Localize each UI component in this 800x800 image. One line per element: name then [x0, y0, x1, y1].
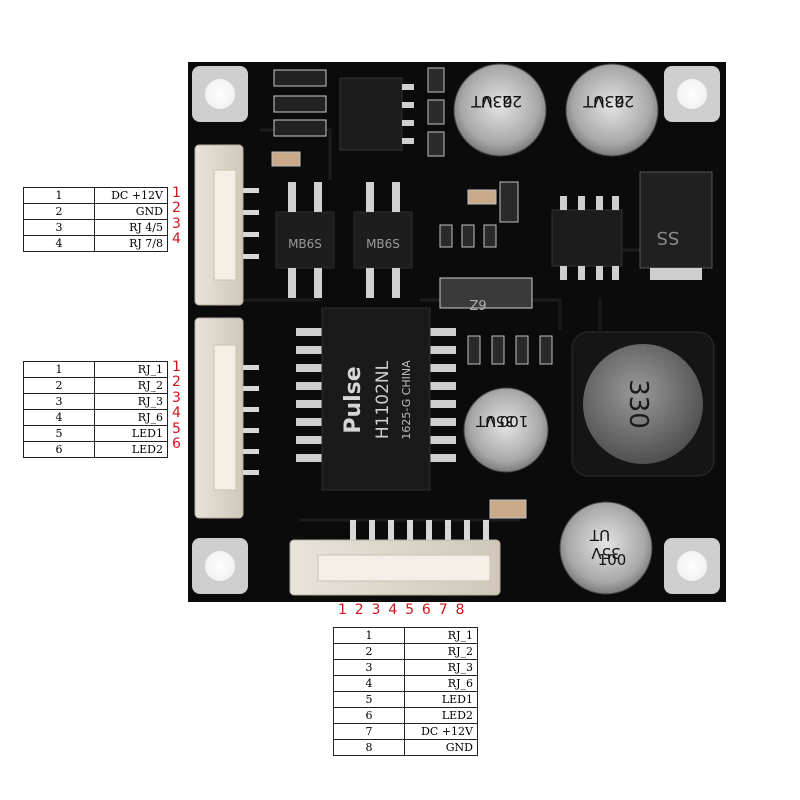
svg-text:1625-G CHINA: 1625-G CHINA	[400, 360, 413, 440]
mount-hole-bottom-right	[664, 538, 720, 594]
ic-right	[551, 196, 623, 280]
capacitor-3: 100 35V UT	[463, 387, 549, 473]
svg-text:22: 22	[502, 92, 522, 111]
mount-hole-top-right	[664, 66, 720, 122]
svg-text:35V: 35V	[485, 412, 515, 430]
ic-top	[339, 77, 414, 151]
svg-text:Pulse: Pulse	[341, 366, 366, 433]
svg-text:35V: 35V	[591, 544, 621, 562]
smd-small-parts	[271, 67, 553, 519]
pin-labels-power: 1 2 3 4	[172, 185, 181, 248]
svg-text:330: 330	[623, 379, 653, 429]
chip-6z: 6Z	[439, 277, 533, 311]
svg-text:100: 100	[500, 412, 529, 430]
svg-text:63V: 63V	[481, 92, 512, 111]
bridge-rectifier-2: MB6S	[353, 182, 413, 298]
svg-text:63V: 63V	[593, 92, 624, 111]
resistor-array	[273, 69, 327, 137]
svg-text:UT: UT	[589, 526, 610, 544]
svg-text:MB6S: MB6S	[366, 237, 400, 251]
connector-network-6pin	[194, 317, 259, 519]
connector-power-4pin	[194, 144, 259, 306]
svg-text:22: 22	[614, 92, 634, 111]
svg-text:UT: UT	[475, 412, 496, 430]
svg-text:SS: SS	[657, 227, 680, 248]
svg-text:H1102NL: H1102NL	[373, 360, 393, 439]
svg-text:6Z: 6Z	[469, 296, 486, 311]
svg-text:100: 100	[598, 551, 627, 569]
power-inductor: 330	[571, 331, 715, 477]
capacitor-4: 100 35V UT	[559, 501, 653, 595]
svg-text:UT: UT	[471, 92, 493, 111]
svg-text:MB6S: MB6S	[288, 237, 322, 251]
mount-hole-top-left	[192, 66, 248, 122]
pin-labels-network: 1 2 3 4 5 6	[172, 359, 181, 452]
mount-hole-bottom-left	[192, 538, 248, 594]
diode-ss: SS	[639, 171, 713, 280]
capacitor-1: 22 63V UT	[453, 63, 547, 157]
connector-bottom-8pin	[289, 520, 501, 596]
bridge-rectifier-1: MB6S	[275, 182, 335, 298]
magnetics-transformer: Pulse H1102NL 1625-G CHINA	[296, 307, 456, 491]
capacitor-2: 22 63V UT	[565, 63, 659, 157]
svg-text:UT: UT	[583, 92, 605, 111]
